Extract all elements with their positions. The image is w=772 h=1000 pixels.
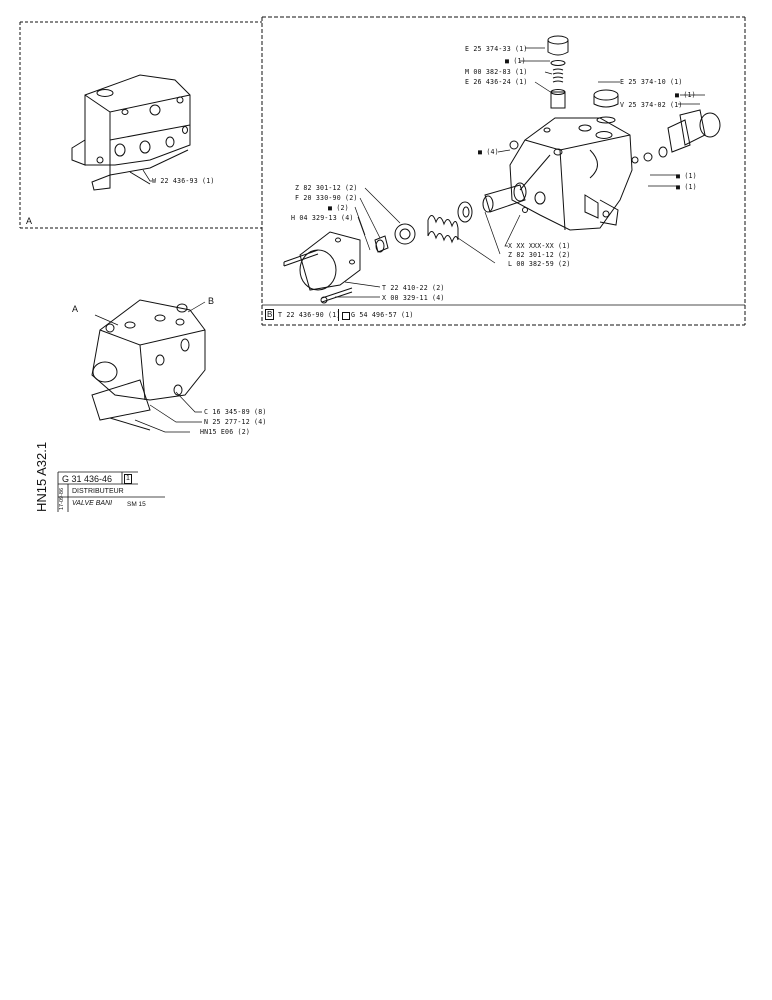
drawing-ref: G 31 436-46	[62, 474, 113, 484]
part-label-c16: C 16 345-89 (8)	[204, 408, 267, 416]
panel-a-frame	[19, 21, 262, 229]
left-components	[374, 182, 527, 253]
drawing-revision: 1	[124, 474, 132, 484]
panel-b-letter: B	[265, 309, 275, 320]
name-it: VALVE BANI	[72, 500, 113, 507]
name-fr: DISTRIBUTEUR	[72, 488, 124, 495]
panel-a-valve-body	[71, 74, 191, 191]
drawing-date: 17-09-86	[59, 487, 65, 510]
part-label-t22: T 22 410-22 (2)	[382, 284, 445, 292]
part-label-sq1-r2: ■ (1)	[676, 172, 697, 180]
part-label-e25-33: E 25 374-33 (1)	[465, 45, 528, 53]
panel-b-valve-body	[509, 117, 633, 231]
panel-a-letter: A	[26, 216, 33, 226]
end-cap	[283, 231, 361, 304]
panel-b-footer-part2: G 54 496-57 (1)	[351, 311, 414, 319]
part-label-v25-02: V 25 374-02 (1)	[620, 101, 683, 109]
footer-divider	[338, 309, 339, 321]
part-label-hn15: HN15 E06 (2)	[200, 428, 251, 436]
part-label-e25-10: E 25 374-10 (1)	[620, 78, 683, 86]
part-label-e26-24: E 26 436-24 (1)	[465, 78, 528, 86]
part-label-z82-left: Z 82 301-12 (2)	[295, 184, 358, 192]
part-label-sq1-r3: ■ (1)	[676, 183, 697, 191]
panel-b-footer-part1: T 22 436-90 (1)	[278, 311, 341, 319]
part-label-w22: W 22 436-93 (1)	[152, 177, 215, 185]
part-label-xx: X XX XXX-XX (1)	[508, 242, 571, 250]
panel-b-frame	[261, 16, 746, 326]
part-label-n25: N 25 277-12 (4)	[204, 418, 267, 426]
right-spool	[631, 109, 721, 164]
part-label-sq4: ■ (4)	[478, 148, 499, 156]
part-label-sq1-top: ■ (1)	[505, 57, 526, 65]
assembly-label-b: B	[208, 296, 215, 306]
vertical-drawing-code: HN15 A32.1	[34, 441, 49, 512]
plug-top	[547, 35, 569, 109]
footer-square-icon	[342, 312, 350, 320]
part-label-sq2: ■ (2)	[328, 204, 349, 212]
model: SM 15	[127, 501, 146, 508]
part-label-f20: F 20 330-90 (2)	[295, 194, 358, 202]
assembly-valve	[91, 299, 206, 431]
part-label-l00: L 00 382-59 (2)	[508, 260, 571, 268]
part-label-x00: X 00 329-11 (4)	[382, 294, 445, 302]
plug-right	[593, 89, 619, 124]
title-block-lines	[57, 471, 165, 512]
part-label-h04: H 04 329-13 (4)	[291, 214, 354, 222]
part-label-z82-right: Z 82 301-12 (2)	[508, 251, 571, 259]
assembly-label-a: A	[72, 304, 79, 314]
part-label-m00-83: M 00 382-83 (1)	[465, 68, 528, 76]
part-label-sq1-right: ■ (1)	[675, 91, 696, 99]
